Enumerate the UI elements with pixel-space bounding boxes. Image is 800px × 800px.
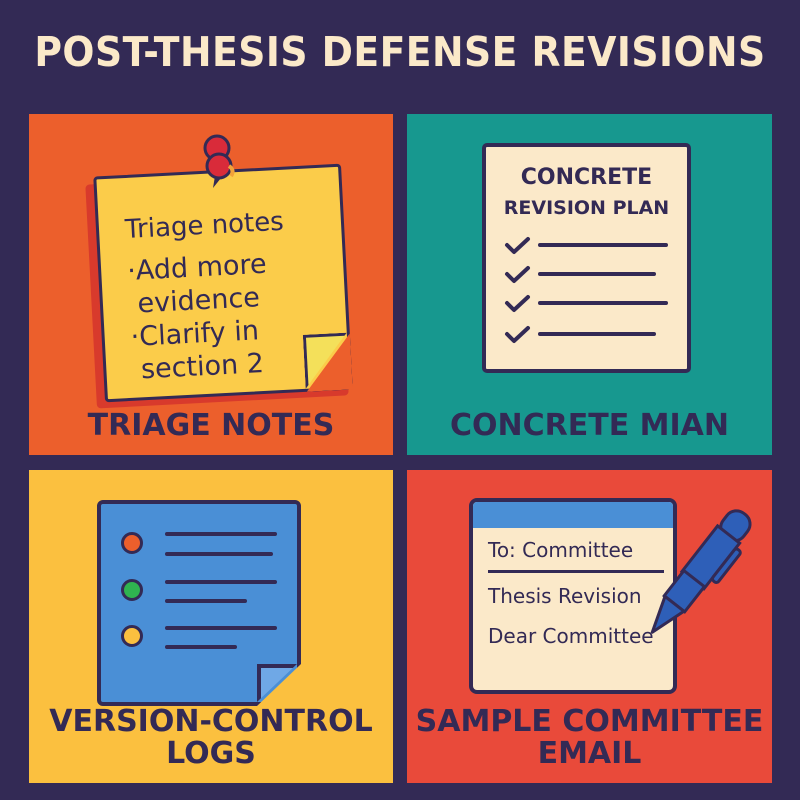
checkmark-icon bbox=[505, 295, 530, 312]
email-window-icon: To: Committee Thesis Revision Dear Commi… bbox=[469, 498, 677, 694]
checkmark-icon bbox=[505, 326, 530, 343]
doc-title-line2: REVISION PLAN bbox=[503, 197, 670, 219]
panel-label: TRIAGE NOTES bbox=[87, 408, 335, 443]
email-divider bbox=[488, 570, 664, 573]
page-title: POST-THESIS DEFENSE REVISIONS bbox=[34, 28, 766, 76]
email-to-line: To: Committee bbox=[488, 538, 634, 562]
email-greeting-line: Dear Committee bbox=[488, 624, 654, 648]
log-document-icon bbox=[97, 500, 301, 706]
sticky-note-text: Triage notes ·Add more evidence ·Clarify… bbox=[124, 206, 292, 387]
checkmark-icon bbox=[505, 237, 530, 254]
checklist-row bbox=[504, 264, 679, 284]
email-title-bar bbox=[473, 502, 673, 528]
note-heading: Triage notes bbox=[124, 206, 285, 246]
panel-sample-committee-email: To: Committee Thesis Revision Dear Commi… bbox=[407, 470, 772, 783]
pushpin-icon bbox=[203, 134, 235, 188]
checklist-row bbox=[504, 235, 679, 255]
pen-icon bbox=[650, 509, 752, 634]
checkmark-icon bbox=[505, 266, 530, 283]
panel-version-control-logs: VERSION-CONTROL LOGS bbox=[29, 470, 393, 783]
panel-concrete-plan: CONCRETE REVISION PLAN CONCRETE MIAN bbox=[407, 114, 772, 455]
status-dot-red bbox=[121, 532, 143, 554]
note-item: section 2 bbox=[140, 347, 265, 386]
status-dot-green bbox=[121, 579, 143, 601]
panel-label: SAMPLE COMMITTEE EMAIL bbox=[415, 704, 764, 771]
panel-label: CONCRETE MIAN bbox=[450, 408, 729, 443]
panel-triage-notes: Triage notes ·Add more evidence ·Clarify… bbox=[29, 114, 393, 455]
checklist-row bbox=[504, 293, 679, 313]
doc-title-line1: CONCRETE bbox=[520, 165, 653, 190]
checklist-icon: CONCRETE REVISION PLAN bbox=[482, 143, 691, 373]
status-dot-yellow bbox=[121, 625, 143, 647]
email-subject-line: Thesis Revision bbox=[488, 584, 642, 608]
checklist-row bbox=[504, 324, 679, 344]
panel-label: VERSION-CONTROL LOGS bbox=[49, 704, 373, 771]
